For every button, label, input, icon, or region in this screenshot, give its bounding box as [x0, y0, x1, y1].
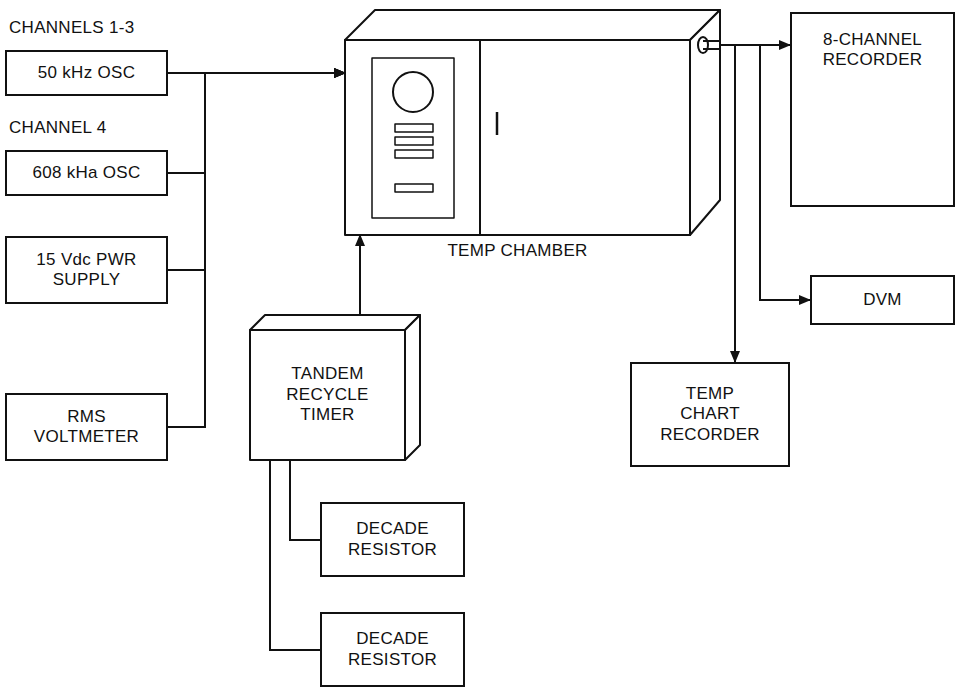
chart-recorder-box: TEMP CHART RECORDER — [630, 362, 790, 467]
box-label: DECADE RESISTOR — [338, 629, 448, 670]
signal-line — [270, 460, 320, 650]
signal-line — [290, 460, 320, 540]
signal-line — [359, 235, 361, 315]
timer-box-drawing — [250, 315, 420, 460]
chamber-label: TEMP CHAMBER — [345, 241, 690, 261]
resistor-box: DECADE RESISTOR — [320, 612, 465, 687]
oscillator-box: CHANNELS 1-350 kHz OSC — [5, 50, 168, 96]
temp-chamber-drawing — [345, 10, 720, 235]
channel-heading: CHANNELS 1-3 — [7, 18, 136, 38]
box-label: 608 kHa OSC — [32, 163, 140, 183]
voltmeter-box: RMS VOLTMETER — [5, 393, 168, 461]
channel-heading: CHANNEL 4 — [7, 118, 109, 138]
box-label: TANDEM RECYCLE TIMER — [278, 364, 378, 425]
recorder-box: 8-CHANNEL RECORDER — [790, 12, 955, 207]
resistor-box: DECADE RESISTOR — [320, 502, 465, 577]
timer-face: TANDEM RECYCLE TIMER — [250, 330, 405, 460]
box-label: TEMP CHART RECORDER — [655, 384, 765, 445]
box-label: 50 kHz OSC — [38, 63, 135, 83]
dvm-box: DVM — [810, 275, 955, 325]
signal-line — [168, 73, 345, 270]
power-supply-box: 15 Vdc PWR SUPPLY — [5, 236, 168, 304]
box-label: RMS VOLTMETER — [27, 407, 147, 448]
signal-line — [168, 73, 345, 173]
temp-chamber: TEMP CHAMBER — [345, 10, 720, 235]
signal-line — [720, 45, 735, 362]
timer-box: TANDEM RECYCLE TIMER — [250, 315, 420, 460]
oscillator-box: CHANNEL 4608 kHa OSC — [5, 150, 168, 196]
box-label: DECADE RESISTOR — [338, 519, 448, 560]
box-label: DVM — [863, 290, 902, 310]
box-label: 15 Vdc PWR SUPPLY — [27, 250, 147, 291]
box-label: 8-CHANNEL RECORDER — [808, 30, 938, 71]
